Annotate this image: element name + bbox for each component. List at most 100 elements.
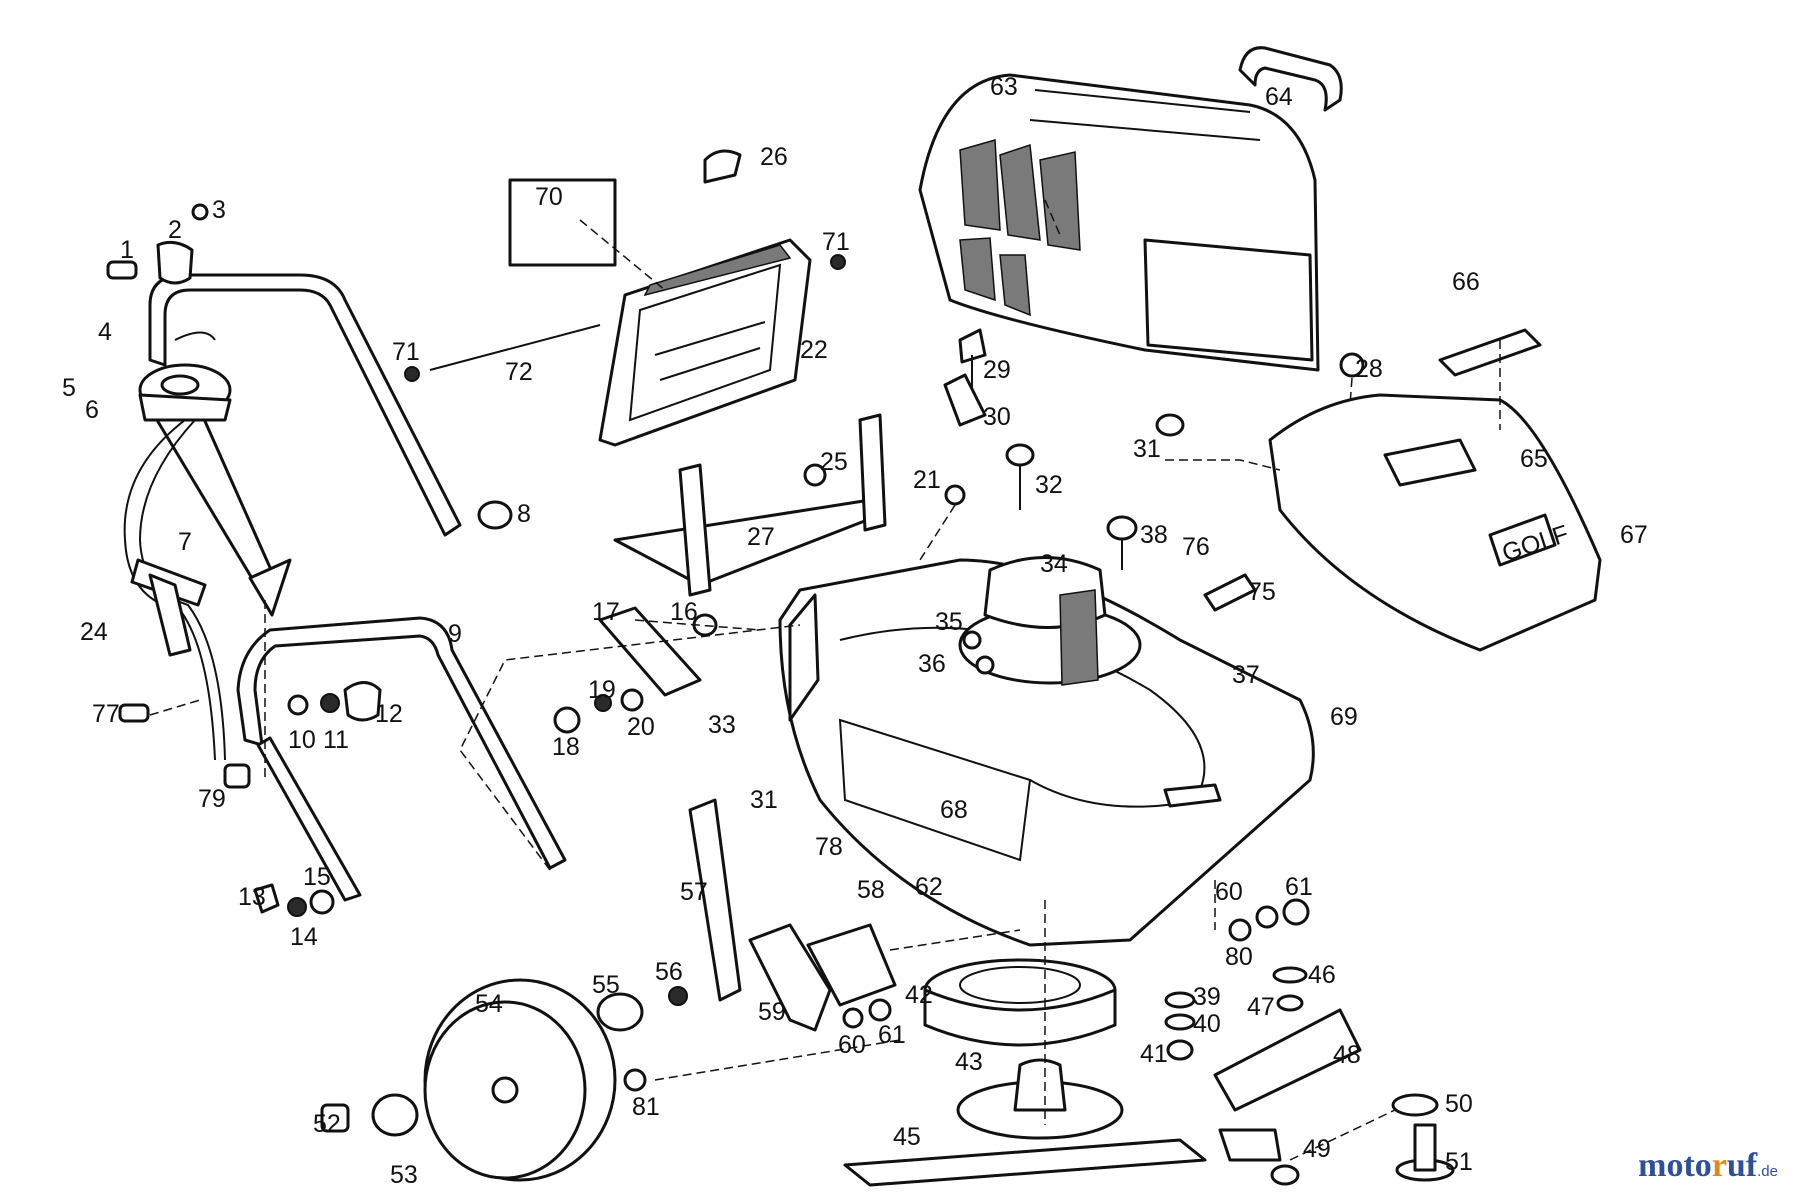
label-28: 28 bbox=[1355, 355, 1383, 383]
label-58: 58 bbox=[857, 876, 885, 904]
label-65: 65 bbox=[1520, 445, 1548, 473]
label-18: 18 bbox=[552, 733, 580, 761]
label-66: 66 bbox=[1452, 268, 1480, 296]
label-52: 52 bbox=[313, 1110, 341, 1138]
label-19: 19 bbox=[588, 676, 616, 704]
label-71-left: 71 bbox=[392, 338, 420, 366]
switch-housing bbox=[138, 331, 232, 422]
label-16: 16 bbox=[670, 598, 698, 626]
label-67: 67 bbox=[1620, 521, 1648, 549]
label-34: 34 bbox=[1040, 550, 1068, 578]
label-9: 9 bbox=[448, 620, 462, 648]
label-69: 69 bbox=[1330, 703, 1358, 731]
label-7: 7 bbox=[178, 528, 192, 556]
wheel bbox=[320, 978, 647, 1182]
blade-clip-48 bbox=[1213, 966, 1362, 1112]
label-79: 79 bbox=[198, 785, 226, 813]
label-81: 81 bbox=[632, 1093, 660, 1121]
label-20: 20 bbox=[627, 713, 655, 741]
label-36: 36 bbox=[918, 650, 946, 678]
label-5: 5 bbox=[62, 374, 76, 402]
label-4: 4 bbox=[98, 318, 112, 346]
label-62: 62 bbox=[915, 873, 943, 901]
label-54: 54 bbox=[475, 990, 503, 1018]
label-33: 33 bbox=[708, 711, 736, 739]
label-21: 21 bbox=[913, 466, 941, 494]
label-78: 78 bbox=[815, 833, 843, 861]
label-2: 2 bbox=[168, 216, 182, 244]
blade-hub bbox=[956, 1058, 1124, 1140]
label-72: 72 bbox=[505, 358, 533, 386]
part-labels: 1 2 3 4 5 6 7 8 9 10 11 12 13 14 15 16 1… bbox=[62, 73, 1648, 1189]
lower-handle bbox=[236, 616, 567, 902]
label-50: 50 bbox=[1445, 1090, 1473, 1118]
label-6: 6 bbox=[85, 396, 99, 424]
cable-and-plug bbox=[118, 419, 251, 789]
label-8: 8 bbox=[517, 500, 531, 528]
label-26: 26 bbox=[760, 143, 788, 171]
label-59: 59 bbox=[758, 998, 786, 1026]
label-46: 46 bbox=[1308, 961, 1336, 989]
label-61-lower: 61 bbox=[878, 1021, 906, 1049]
label-53: 53 bbox=[390, 1161, 418, 1189]
rear-bracket bbox=[613, 413, 887, 597]
label-17: 17 bbox=[592, 598, 620, 626]
label-15: 15 bbox=[303, 863, 331, 891]
label-63: 63 bbox=[990, 73, 1018, 101]
label-14: 14 bbox=[290, 923, 318, 951]
washer-stack-39-41 bbox=[1164, 991, 1196, 1061]
label-45: 45 bbox=[893, 1123, 921, 1151]
label-61-upper: 61 bbox=[1285, 873, 1313, 901]
label-12: 12 bbox=[375, 700, 403, 728]
label-75: 75 bbox=[1248, 578, 1276, 606]
label-3: 3 bbox=[212, 196, 226, 224]
label-24: 24 bbox=[80, 618, 108, 646]
label-22: 22 bbox=[800, 336, 828, 364]
label-29: 29 bbox=[983, 356, 1011, 384]
label-77: 77 bbox=[92, 700, 120, 728]
label-31-upper: 31 bbox=[1133, 435, 1161, 463]
label-13: 13 bbox=[238, 883, 266, 911]
label-25: 25 bbox=[820, 448, 848, 476]
label-71-right: 71 bbox=[822, 228, 850, 256]
label-10: 10 bbox=[288, 726, 316, 754]
label-32: 32 bbox=[1035, 471, 1063, 499]
label-27: 27 bbox=[747, 523, 775, 551]
handle-knob-8 bbox=[477, 500, 513, 530]
switch-lever-part bbox=[106, 203, 209, 285]
watermark-main: motoruf bbox=[1638, 1147, 1758, 1184]
label-30: 30 bbox=[983, 403, 1011, 431]
spacer-50-51 bbox=[1391, 1093, 1455, 1182]
label-11: 11 bbox=[323, 726, 349, 754]
label-40: 40 bbox=[1193, 1010, 1221, 1038]
label-49: 49 bbox=[1303, 1135, 1331, 1163]
label-35: 35 bbox=[935, 608, 963, 636]
handle-fasteners-13-15 bbox=[253, 883, 335, 917]
rear-flap bbox=[404, 149, 846, 447]
upper-handle bbox=[143, 273, 462, 617]
label-39: 39 bbox=[1193, 983, 1221, 1011]
label-47: 47 bbox=[1247, 993, 1275, 1021]
label-68: 68 bbox=[940, 796, 968, 824]
label-37: 37 bbox=[1232, 661, 1260, 689]
label-55: 55 bbox=[592, 971, 620, 999]
label-42: 42 bbox=[905, 981, 933, 1009]
blade bbox=[843, 1128, 1300, 1187]
motor-unit bbox=[958, 556, 1142, 686]
watermark-logo: motoruf.de bbox=[1638, 1147, 1778, 1185]
motor-cover bbox=[1155, 328, 1602, 652]
wheel-bracket-57-59 bbox=[596, 798, 897, 1032]
label-43: 43 bbox=[955, 1048, 983, 1076]
label-70: 70 bbox=[535, 183, 563, 211]
grass-box bbox=[918, 73, 1320, 372]
clip-75 bbox=[1203, 573, 1257, 612]
label-80: 80 bbox=[1225, 943, 1253, 971]
label-48: 48 bbox=[1333, 1041, 1361, 1069]
label-1: 1 bbox=[120, 236, 134, 264]
deck-fasteners-60-61-80 bbox=[1228, 898, 1310, 942]
watermark-suffix: .de bbox=[1757, 1163, 1778, 1180]
label-41: 41 bbox=[1140, 1040, 1168, 1068]
label-64: 64 bbox=[1265, 83, 1293, 111]
label-56: 56 bbox=[655, 958, 683, 986]
